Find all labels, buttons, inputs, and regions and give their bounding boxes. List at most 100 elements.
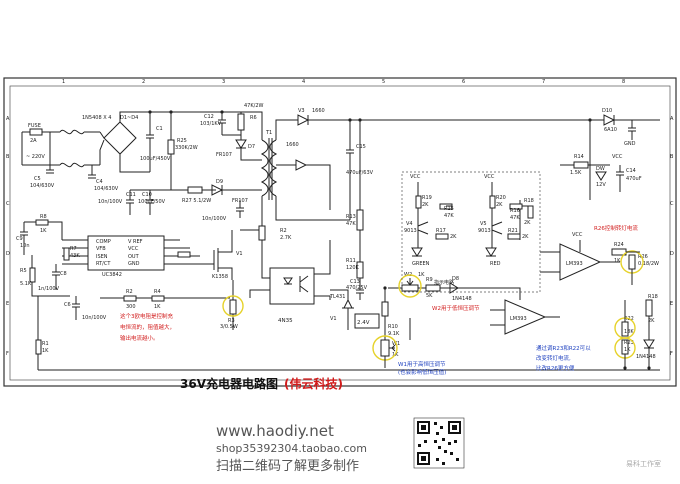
- r13-value: 47K: [346, 221, 356, 227]
- r2-resistor: [123, 295, 137, 302]
- diagram-title: 36V充电器电路图: [180, 376, 278, 391]
- c1-value: 100uF/450V: [140, 156, 171, 162]
- w1-note-line2: (也会影响低恒压值): [398, 368, 446, 376]
- comparator-section: LM393 LM393 VCC R24 1K R26 0.18/2W R22 1…: [490, 200, 659, 368]
- grid-row-c-right: C: [670, 201, 674, 207]
- indicator-box: [401, 171, 541, 293]
- uc-pin-comp: COMP: [96, 239, 111, 245]
- r8-label: R8: [40, 214, 47, 220]
- w2-pot: [401, 284, 419, 292]
- r8-value: 1K: [40, 228, 47, 234]
- resistor-note-line3: 输出电流越小。: [120, 334, 159, 342]
- r10-resistor: [381, 301, 389, 317]
- r3-value: 3/0.5W: [220, 324, 238, 330]
- t1-label: T1: [265, 130, 272, 136]
- red-led-label: RED: [490, 261, 501, 267]
- r18-label: R18: [648, 294, 658, 300]
- c8-label: C8: [60, 271, 67, 277]
- r5-resistor: [29, 267, 36, 283]
- vcc-top-label: VCC: [572, 232, 583, 238]
- c8-value: 1n/100V: [38, 286, 60, 292]
- r18b-label: R18: [524, 198, 534, 204]
- c12-value: 103/1KV: [200, 121, 222, 127]
- r26-value: 0.18/2W: [638, 261, 659, 267]
- grid-row-b-right: B: [670, 154, 674, 160]
- lm393-top-label: LM393: [566, 261, 583, 267]
- c6-label: C6: [64, 302, 71, 308]
- w1-note-line1: W1用于高恒压调节: [398, 360, 446, 368]
- uc-pin-vcc: VCC: [128, 246, 139, 252]
- vcc-led1: VCC: [410, 174, 421, 180]
- r17-value: 2K: [450, 234, 457, 240]
- shop-url[interactable]: shop35392304.taobao.com: [216, 442, 367, 455]
- r20-value: 2K: [496, 202, 503, 208]
- vcc-right-label: VCC: [612, 154, 623, 160]
- ac-input-label: ~ 220V: [26, 154, 45, 160]
- r18-value: 2K: [648, 318, 655, 324]
- r3-highlight: [222, 295, 244, 317]
- c5-value: 104/630V: [30, 183, 55, 189]
- r27-resistor: [187, 186, 203, 194]
- r17-label: R17: [436, 228, 446, 234]
- r15-value: 47K: [444, 213, 454, 219]
- indicator-section: 指示电路 VCC VCC R19 2K R15 47K V4 9013 R17 …: [401, 171, 541, 293]
- uc-pin-isen: ISEN: [96, 254, 108, 260]
- r26-label: R26: [638, 254, 648, 260]
- c13-value: 470/25V: [346, 285, 368, 291]
- v3-value: 1660: [312, 108, 325, 114]
- opto-label: 4N35: [278, 318, 293, 324]
- r25-value: 330K/2W: [175, 145, 198, 151]
- r17-resistor: [435, 233, 449, 240]
- r8-resistor: [35, 219, 49, 226]
- r1-resistor: [35, 339, 42, 355]
- r15-label: R15: [444, 206, 454, 212]
- fuse-label: FUSE: [28, 123, 41, 129]
- gnd-label: GND: [624, 141, 636, 147]
- indicator-label: 指示电路: [434, 279, 454, 286]
- c10-value: 100uF/50V: [138, 199, 166, 205]
- r26-note: R26控制转灯电流: [594, 224, 638, 232]
- website-url[interactable]: www.haodiy.net: [216, 422, 334, 440]
- r11-label: R11: [346, 258, 356, 264]
- c4-value: 104/630V: [94, 186, 119, 192]
- r3-label: R3: [228, 318, 235, 324]
- r27k-label: R2: [280, 228, 287, 234]
- w2-highlight: [398, 274, 422, 298]
- uc-pin-vfb: VFB: [96, 246, 106, 252]
- r14-resistor: [573, 161, 589, 169]
- k1358-label: K1358: [212, 274, 228, 280]
- d9-1n4148: 1N4148: [636, 354, 656, 360]
- vcc-led2: VCC: [484, 174, 495, 180]
- d9-label: D9: [216, 179, 223, 185]
- grid-row-f: F: [6, 351, 9, 357]
- r11-value: 120K: [346, 265, 360, 271]
- r20-label: R20: [496, 195, 506, 201]
- v5-value: 9013: [478, 228, 491, 234]
- v4-label: V4: [406, 221, 413, 227]
- c12-label: C12: [204, 114, 214, 120]
- r6-resistor: [237, 113, 245, 131]
- uc3842-label: UC3842: [102, 272, 122, 278]
- r16-value: 47K: [510, 215, 520, 221]
- c11-value: 10n/100V: [98, 199, 123, 205]
- r10-value: 9.1K: [388, 331, 400, 337]
- optocoupler-section: 4N35 R2 2.7K: [249, 225, 331, 324]
- grid-col-7: 7: [542, 79, 545, 85]
- lm393-mid-label: LM393: [510, 316, 527, 322]
- uc-pin-vref: V REF: [128, 239, 143, 245]
- tl431-ref: V1: [330, 316, 337, 322]
- w2-value: 1K: [418, 272, 425, 278]
- uc-pin-gnd: GND: [128, 261, 140, 267]
- grid-row-b: B: [6, 154, 10, 160]
- r2-value: 300: [126, 304, 136, 310]
- r18b-value: 2K: [524, 220, 531, 226]
- c6-value: 10n/100V: [82, 315, 107, 321]
- r23-note-line1: 通过调R23和R22可以: [536, 344, 591, 352]
- r14-label: R14: [574, 154, 584, 160]
- input-section: FUSE 2A ~ 220V C5 104/630V C4 104/630V 1…: [21, 111, 240, 192]
- d8-value: 1N4148: [452, 296, 472, 302]
- r2-7k-resistor: [258, 225, 266, 241]
- r23-value: 1K: [624, 347, 631, 353]
- c4-label: C4: [96, 179, 103, 185]
